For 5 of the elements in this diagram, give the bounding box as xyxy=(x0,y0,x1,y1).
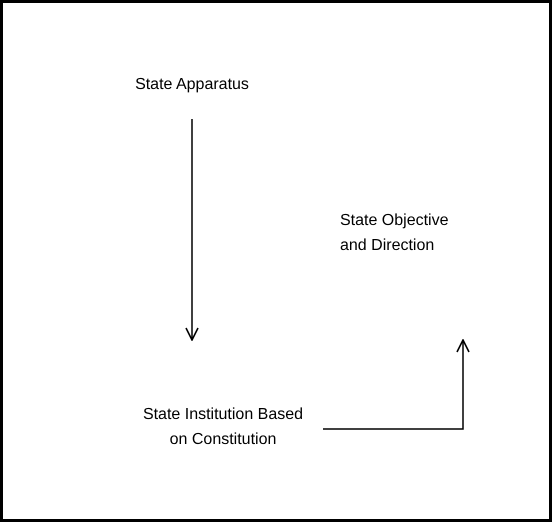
node-label: State Objective and Direction xyxy=(340,208,470,258)
node-label: State Institution Based on Constitution xyxy=(138,402,308,452)
node-label: State Apparatus xyxy=(117,72,267,97)
arrow xyxy=(185,119,199,341)
arrow xyxy=(323,339,470,430)
